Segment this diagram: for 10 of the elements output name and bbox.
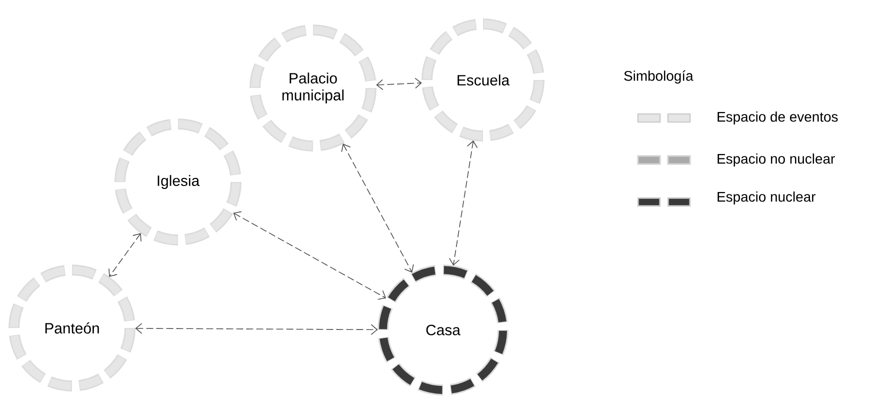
arrow [376, 78, 422, 90]
arrow [233, 211, 386, 300]
arrow [341, 144, 414, 273]
arrow [135, 322, 378, 336]
legend-label: Espacio no nuclear [718, 154, 835, 166]
legend-label: Espacio nuclear [718, 192, 816, 204]
legend-label: Espacio de eventos [718, 112, 838, 124]
arrow [108, 233, 142, 277]
legend-title: Simbología [624, 70, 694, 84]
arrow [449, 140, 478, 266]
